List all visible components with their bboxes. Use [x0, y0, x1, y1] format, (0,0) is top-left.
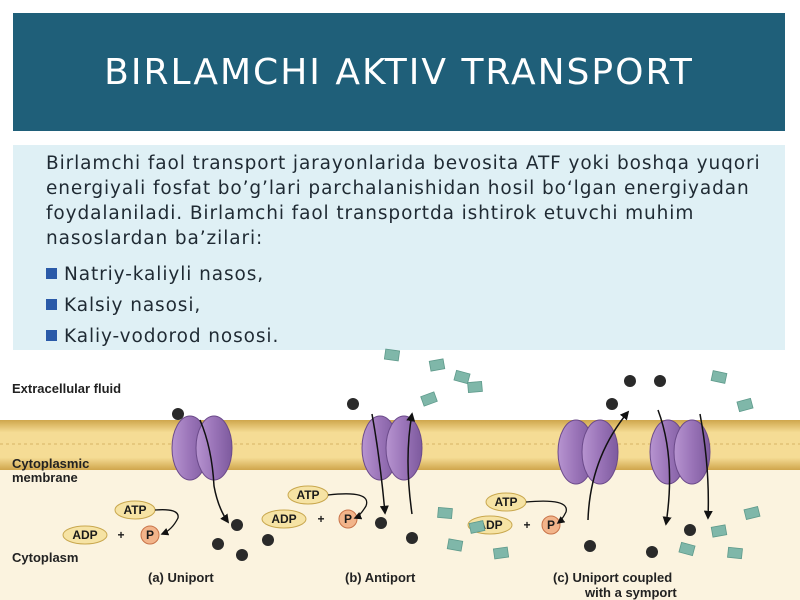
body-paragraph: Birlamchi faol transport jarayonlarida b…	[46, 153, 761, 249]
svg-text:P: P	[547, 518, 555, 532]
caption-symport: (c) Uniport coupled	[553, 570, 672, 585]
symport-protein	[649, 419, 711, 485]
phosphate-chip: P	[338, 509, 358, 529]
svg-text:P: P	[146, 528, 154, 542]
svg-text:ATP: ATP	[123, 503, 146, 517]
bullet-text: Kaliy-vodorod nososi.	[64, 326, 280, 347]
atp-chip: ATP	[287, 485, 329, 505]
symport-protein	[557, 419, 619, 485]
bullet-text: Natriy-kaliyli nasos,	[64, 264, 265, 285]
bullet-text: Kalsiy nasosi,	[64, 295, 202, 316]
bullet-list: Natriy-kaliyli nasos, Kalsiy nasosi, Kal…	[46, 259, 279, 352]
antiport-protein	[361, 415, 423, 481]
svg-text:ADP: ADP	[271, 512, 296, 526]
bullet-item: Natriy-kaliyli nasos,	[46, 259, 279, 290]
ion-black	[172, 375, 696, 561]
plus-sign: +	[117, 528, 124, 542]
phosphate-chip: P	[140, 525, 160, 545]
caption-antiport: (b) Antiport	[345, 570, 416, 585]
membrane-label: membrane	[12, 470, 78, 485]
cytoplasm-area	[0, 466, 800, 600]
caption-uniport: (a) Uniport	[148, 570, 214, 585]
bullet-item: Kaliy-vodorod nososi.	[46, 321, 279, 352]
transport-diagram: Extracellular fluid Cytoplasmic membrane…	[0, 348, 800, 600]
caption-symport: with a symport	[584, 585, 677, 600]
plus-sign: +	[523, 518, 530, 532]
bullet-item: Kalsiy nasosi,	[46, 290, 279, 321]
svg-text:ADP: ADP	[72, 528, 97, 542]
adp-chip: ADP	[62, 525, 108, 545]
atp-chip: ATP	[485, 492, 527, 512]
svg-text:ATP: ATP	[494, 495, 517, 509]
content-box: Birlamchi faol transport jarayonlarida b…	[13, 145, 785, 350]
uniport-protein	[171, 415, 233, 481]
square-bullet-icon	[46, 299, 57, 310]
ion-teal	[383, 348, 761, 560]
square-bullet-icon	[46, 268, 57, 279]
adp-chip: ADP	[261, 509, 307, 529]
extracellular-label: Extracellular fluid	[12, 381, 121, 396]
atp-chip: ATP	[114, 500, 156, 520]
square-bullet-icon	[46, 330, 57, 341]
title-banner: BIRLAMCHI AKTIV TRANSPORT	[13, 13, 785, 131]
plus-sign: +	[317, 512, 324, 526]
cytoplasm-label: Cytoplasm	[12, 550, 78, 565]
phosphate-chip: P	[541, 515, 561, 535]
svg-text:P: P	[344, 512, 352, 526]
membrane-label: Cytoplasmic	[12, 456, 89, 471]
slide-title: BIRLAMCHI AKTIV TRANSPORT	[104, 51, 694, 93]
svg-text:ATP: ATP	[296, 488, 319, 502]
